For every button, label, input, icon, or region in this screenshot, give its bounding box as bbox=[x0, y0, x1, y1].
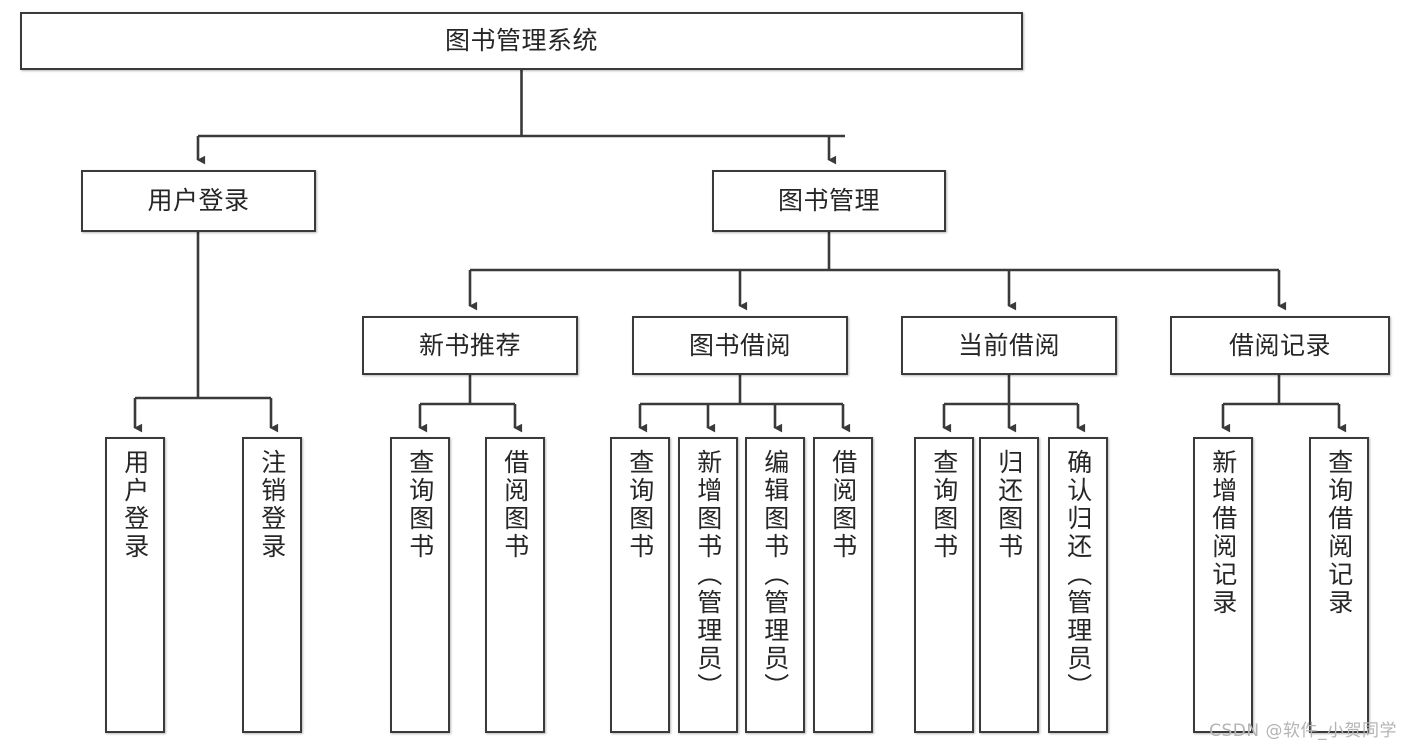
node-label: 新增图书（管理员） bbox=[693, 449, 723, 701]
node-label: 注销登录 bbox=[257, 449, 287, 561]
node-label: 确认归还（管理员） bbox=[1063, 449, 1093, 701]
node-label: 编辑图书（管理员） bbox=[760, 449, 790, 701]
leaf-logout-login[interactable]: 注销登录 bbox=[242, 437, 302, 733]
node-label: 图书借阅 bbox=[688, 330, 791, 360]
node-label: 查询图书 bbox=[929, 449, 959, 561]
leaf-confirm-return-admin[interactable]: 确认归还（管理员） bbox=[1048, 437, 1108, 733]
node-label: 用户登录 bbox=[120, 449, 150, 561]
node-label: 图书管理系统 bbox=[444, 26, 598, 56]
leaf-add-borrow-record[interactable]: 新增借阅记录 bbox=[1193, 437, 1253, 733]
node-label: 借阅图书 bbox=[500, 449, 530, 561]
leaf-borrow-book-recommend[interactable]: 借阅图书 bbox=[485, 437, 545, 733]
node-label: 归还图书 bbox=[994, 449, 1024, 561]
leaf-borrow-book[interactable]: 借阅图书 bbox=[813, 437, 873, 733]
leaf-query-book-borrow[interactable]: 查询图书 bbox=[610, 437, 670, 733]
leaf-user-login[interactable]: 用户登录 bbox=[105, 437, 165, 733]
node-label: 图书管理 bbox=[777, 186, 880, 216]
node-label: 借阅图书 bbox=[828, 449, 858, 561]
node-label: 用户登录 bbox=[147, 186, 250, 216]
leaf-query-book-recommend[interactable]: 查询图书 bbox=[390, 437, 450, 733]
node-current-borrow[interactable]: 当前借阅 bbox=[901, 316, 1117, 375]
node-new-book-recommend[interactable]: 新书推荐 bbox=[362, 316, 578, 375]
node-book-borrow[interactable]: 图书借阅 bbox=[632, 316, 848, 375]
leaf-add-book-admin[interactable]: 新增图书（管理员） bbox=[678, 437, 738, 733]
leaf-query-borrow-record[interactable]: 查询借阅记录 bbox=[1309, 437, 1369, 733]
node-borrow-record[interactable]: 借阅记录 bbox=[1170, 316, 1390, 375]
node-user-login[interactable]: 用户登录 bbox=[81, 170, 316, 232]
node-label: 当前借阅 bbox=[957, 330, 1060, 360]
node-root-book-management-system[interactable]: 图书管理系统 bbox=[20, 12, 1023, 70]
node-label: 新增借阅记录 bbox=[1208, 449, 1238, 617]
node-label: 借阅记录 bbox=[1228, 330, 1331, 360]
node-label: 查询图书 bbox=[405, 449, 435, 561]
node-label: 查询图书 bbox=[625, 449, 655, 561]
leaf-return-book[interactable]: 归还图书 bbox=[979, 437, 1039, 733]
node-label: 查询借阅记录 bbox=[1324, 449, 1354, 617]
node-label: 新书推荐 bbox=[418, 330, 521, 360]
node-book-management[interactable]: 图书管理 bbox=[712, 170, 946, 232]
leaf-edit-book-admin[interactable]: 编辑图书（管理员） bbox=[745, 437, 805, 733]
leaf-query-book-current[interactable]: 查询图书 bbox=[914, 437, 974, 733]
csdn-watermark: CSDN @软件_小贺同学 bbox=[1209, 721, 1397, 741]
